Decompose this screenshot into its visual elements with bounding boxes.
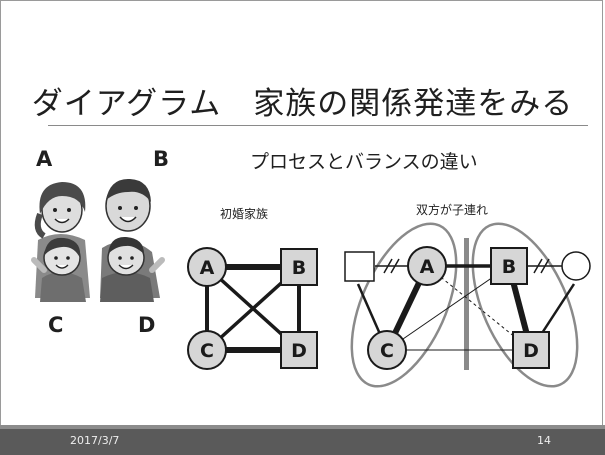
node-d-label: D [291, 340, 307, 362]
node-b-label: B [502, 256, 516, 278]
stepfamily-diagram: A B C D [344, 222, 591, 388]
cut-mark-ex-a-2 [390, 258, 400, 274]
node-b-label: B [292, 257, 306, 279]
ex-partner-square [344, 251, 375, 282]
family-label-a: A [36, 147, 53, 171]
node-c-label: C [200, 340, 214, 362]
first-marriage-diagram: A B C D [187, 247, 318, 370]
family-label-b: B [153, 147, 170, 171]
page-number: 14 [537, 434, 551, 447]
node-d-square [512, 331, 550, 369]
cut-mark-ex-a-1 [383, 258, 393, 274]
daughter-figure [31, 237, 86, 302]
family-illustration [31, 178, 165, 302]
node-a-circle [187, 247, 227, 287]
node-a-circle [407, 246, 447, 286]
title-divider [48, 125, 588, 126]
right-subsystem-ellipse [471, 222, 579, 388]
slide-subtitle: プロセスとバランスの違い [250, 151, 478, 173]
son-figure [100, 236, 165, 302]
left-subsystem-ellipse [350, 222, 458, 388]
edge-b-c [386, 265, 510, 351]
node-c-label: C [380, 340, 394, 362]
ex-partner-circle [561, 251, 591, 281]
caption-first-marriage: 初婚家族 [220, 207, 269, 221]
family-label-d: D [138, 313, 156, 337]
edge-a-d [426, 265, 532, 351]
footer-date: 2017/3/7 [70, 434, 120, 447]
footer-bar [0, 425, 605, 455]
family-divider-bar [464, 238, 469, 370]
slide-title: ダイアグラム 家族の関係発達をみる [31, 86, 574, 122]
cut-mark-b-ex-2 [540, 258, 550, 274]
node-a-label: A [420, 256, 435, 278]
node-c-circle [187, 330, 227, 370]
node-a-label: A [200, 257, 215, 279]
node-b-square [280, 248, 318, 286]
relationship-diagrams: A B C D A B [187, 222, 591, 388]
caption-stepfamily: 双方が子連れ [416, 203, 489, 217]
node-d-square [280, 331, 318, 369]
cut-mark-b-ex-1 [533, 258, 543, 274]
node-b-square [490, 247, 528, 285]
node-d-label: D [523, 340, 539, 362]
family-label-c: C [48, 313, 64, 337]
node-c-circle [367, 330, 407, 370]
